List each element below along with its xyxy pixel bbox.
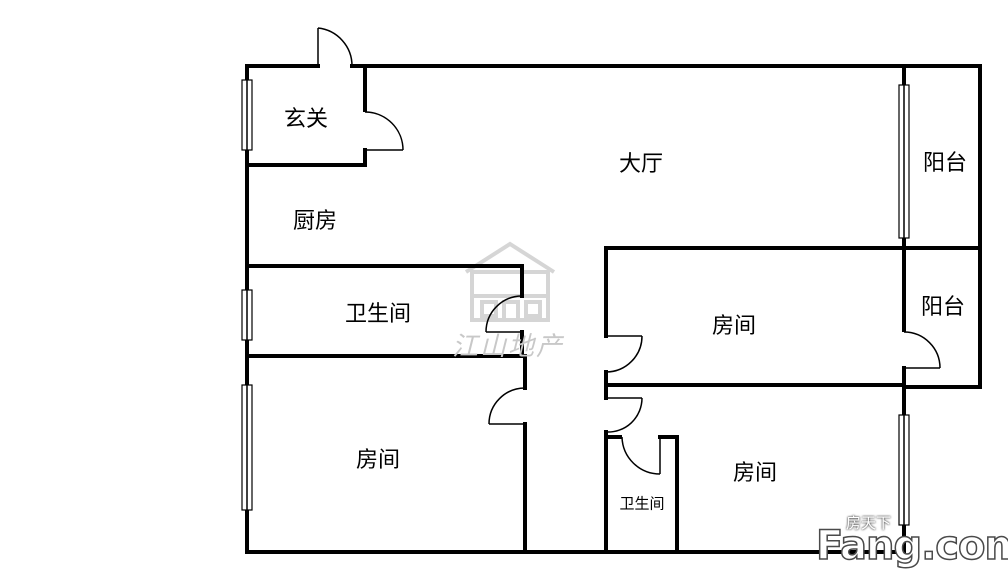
room-label-bathroom-small: 卫生间	[619, 494, 665, 513]
doors	[317, 27, 941, 475]
room-label-bedroom-middle: 房间	[711, 314, 757, 339]
room-label-balcony-top: 阳台	[922, 151, 968, 176]
windows	[241, 79, 910, 526]
brand-logo-en: Fang.com	[815, 522, 1008, 570]
room-label-bedroom-left: 房间	[355, 448, 401, 473]
room-label-bedroom-right: 房间	[732, 461, 778, 486]
watermark-text: 江山地产	[452, 332, 565, 362]
house-icon	[464, 241, 556, 322]
room-label-living: 大厅	[618, 152, 664, 177]
brand-logo-cn: 房天下	[846, 514, 892, 532]
room-label-bathroom-main: 卫生间	[344, 302, 412, 327]
room-label-entrance: 玄关	[283, 107, 329, 132]
room-label-balcony-right: 阳台	[920, 295, 966, 320]
room-label-kitchen: 厨房	[292, 209, 338, 234]
